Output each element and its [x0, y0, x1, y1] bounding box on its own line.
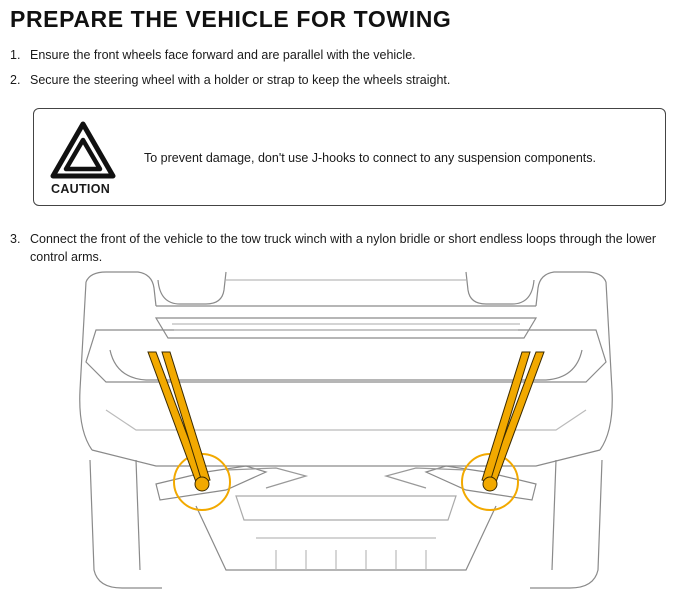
- instruction-list: 1. Ensure the front wheels face forward …: [10, 46, 676, 96]
- list-item-step-1: 1. Ensure the front wheels face forward …: [10, 46, 676, 64]
- caution-label: CAUTION: [51, 182, 111, 196]
- vehicle-front-underside-illustration: [79, 271, 613, 589]
- page-title: PREPARE THE VEHICLE FOR TOWING: [10, 6, 452, 32]
- caution-text: To prevent damage, don't use J-hooks to …: [144, 151, 596, 165]
- warning-triangle-icon: [50, 121, 116, 179]
- step-number: 3.: [10, 232, 21, 246]
- step-text: Ensure the front wheels face forward and…: [30, 48, 416, 62]
- caution-callout: CAUTION To prevent damage, don't use J-h…: [33, 108, 666, 206]
- list-item-step-2: 2. Secure the steering wheel with a hold…: [10, 71, 676, 89]
- list-item-step-3: 3. Connect the front of the vehicle to t…: [10, 230, 676, 266]
- step-text: Secure the steering wheel with a holder …: [30, 73, 451, 87]
- step-text: Connect the front of the vehicle to the …: [30, 232, 657, 264]
- step-number: 2.: [10, 73, 21, 87]
- step-number: 1.: [10, 48, 21, 62]
